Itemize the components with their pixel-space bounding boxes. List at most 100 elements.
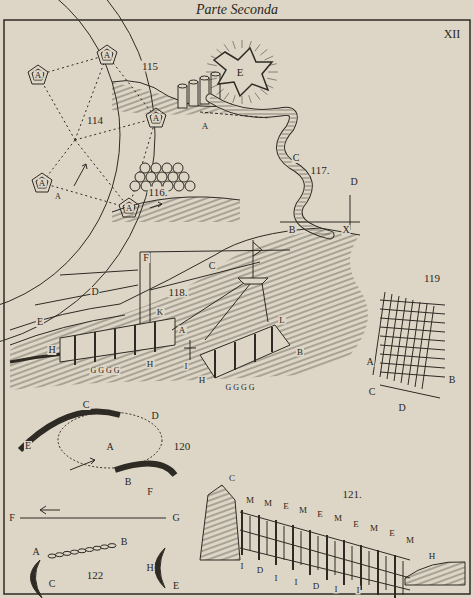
callout-letter: E	[36, 317, 44, 327]
chain-link	[71, 550, 79, 554]
callout-letter: A	[34, 71, 43, 80]
callout-letter: B	[288, 225, 297, 235]
callout-letter: M	[405, 536, 415, 545]
post	[301, 531, 302, 565]
callout-letter: I	[184, 362, 189, 371]
post	[335, 541, 336, 575]
post	[403, 561, 404, 595]
log	[135, 172, 145, 182]
plank	[380, 300, 445, 305]
ray	[207, 78, 217, 80]
callout-letter: D	[349, 177, 358, 187]
figure-number: 119	[423, 273, 441, 284]
callout-letter: C	[292, 153, 301, 163]
plank	[373, 292, 385, 375]
callout-letter: A	[38, 179, 47, 188]
callout-letter: XII	[443, 28, 462, 40]
plank	[380, 363, 445, 368]
callout-letter: K	[156, 308, 165, 317]
callout-letter: H	[145, 563, 154, 573]
callout-letter: I	[356, 586, 361, 595]
post	[352, 546, 353, 580]
log	[151, 163, 161, 173]
fig-117	[200, 40, 360, 235]
fig-122	[20, 506, 166, 598]
plank	[380, 327, 445, 332]
post	[292, 525, 294, 570]
log	[146, 172, 156, 182]
callout-letter: C	[48, 579, 57, 589]
callout-letter: A	[178, 326, 187, 335]
ray	[224, 93, 229, 100]
plate-title: Parte Seconda	[196, 2, 278, 18]
ray	[255, 93, 260, 100]
callout-letter: M	[369, 524, 379, 533]
figure-number: 122	[86, 570, 105, 581]
post	[343, 540, 345, 585]
log	[185, 181, 195, 191]
post	[386, 556, 387, 590]
beam	[240, 548, 410, 590]
fig-121	[200, 485, 465, 598]
post	[318, 536, 319, 570]
plank	[408, 302, 420, 385]
callout-letter: M	[263, 499, 273, 508]
callout-letter: A	[31, 547, 40, 557]
callout-letter: E	[24, 441, 32, 451]
figure-number: 120	[173, 441, 192, 452]
callout-letter: H	[47, 345, 56, 355]
chain-link	[86, 548, 94, 552]
callout-letter: G G G G	[224, 384, 255, 392]
ray	[268, 72, 278, 73]
chain-link	[101, 545, 109, 549]
log	[179, 172, 189, 182]
fig-116	[112, 163, 240, 222]
callout-letter: F	[142, 253, 150, 263]
callout-letter: E	[352, 520, 360, 529]
callout-letter: B	[124, 477, 133, 487]
callout-letter: G	[171, 513, 180, 523]
callout-letter: F	[146, 487, 154, 497]
plank	[380, 336, 445, 341]
ray	[233, 95, 236, 103]
callout-letter: E	[282, 502, 290, 511]
post	[377, 550, 379, 595]
chain-link	[56, 553, 64, 557]
plank	[380, 318, 445, 323]
post	[326, 535, 328, 580]
figure-number: 117.	[310, 165, 331, 176]
figure-number: 116.	[148, 187, 169, 198]
ray	[255, 44, 260, 51]
callout-letter: C	[82, 400, 91, 410]
callout-letter: L	[278, 316, 286, 325]
plank	[380, 294, 392, 377]
callout-letter: I	[240, 562, 245, 571]
callout-letter: I	[334, 585, 339, 594]
plank	[380, 345, 445, 350]
ray	[265, 56, 274, 60]
ray	[242, 96, 243, 104]
plank	[380, 354, 445, 359]
callout-letter: C	[228, 474, 236, 483]
callout-letter: A	[365, 357, 374, 367]
callout-letter: A	[152, 114, 161, 123]
callout-letter: C	[208, 261, 217, 271]
callout-letter: D	[397, 403, 406, 413]
callout-letter: H	[428, 552, 437, 561]
callout-letter: A	[54, 193, 62, 201]
chain-link	[93, 546, 101, 550]
ray	[233, 41, 236, 49]
callout-letter: E	[236, 67, 245, 78]
callout-letter: D	[150, 411, 159, 421]
callout-letter: C	[368, 387, 377, 397]
log	[168, 172, 178, 182]
callout-letter: E	[172, 581, 180, 591]
log	[130, 181, 140, 191]
callout-letter: M	[333, 514, 343, 523]
post	[275, 520, 277, 565]
callout-letter: A	[125, 204, 134, 213]
callout-letter: D	[312, 582, 321, 591]
callout-letter: X	[341, 225, 350, 235]
